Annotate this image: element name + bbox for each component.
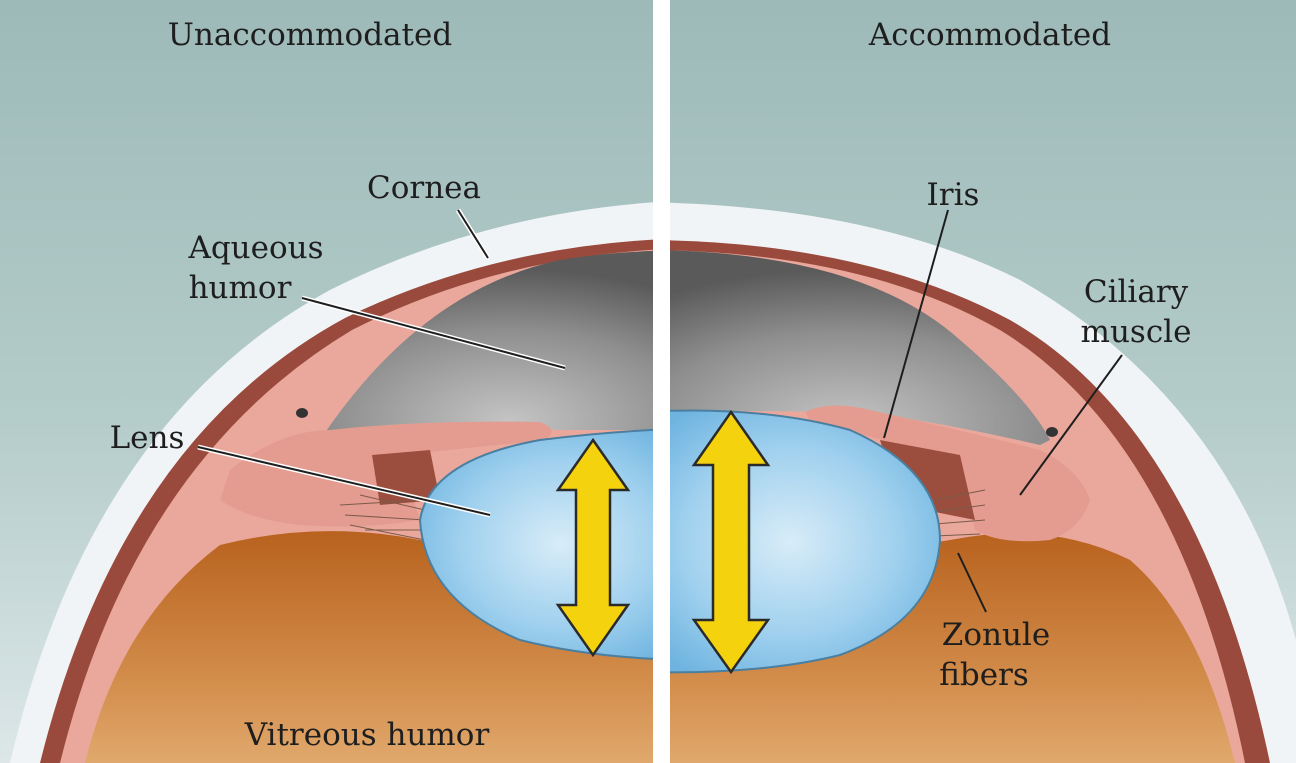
panel-title-left: Unaccommodated — [168, 17, 452, 53]
label-zonule-line2: fibers — [939, 657, 1029, 693]
canal-dot-right — [1046, 427, 1058, 437]
label-ciliary-line1: Ciliary — [1084, 274, 1189, 310]
label-aqueous-line1: Aqueous — [187, 230, 323, 266]
label-cornea: Cornea — [367, 170, 481, 206]
label-zonule-line1: Zonule — [942, 617, 1050, 653]
label-aqueous-line2: humor — [189, 270, 292, 306]
label-lens: Lens — [110, 420, 185, 456]
label-vitreous: Vitreous humor — [244, 717, 490, 753]
label-iris: Iris — [927, 177, 980, 213]
label-ciliary-line2: muscle — [1081, 314, 1192, 350]
canal-dot-left — [296, 408, 308, 418]
panel-title-right: Accommodated — [868, 17, 1111, 53]
panel-divider — [653, 0, 670, 763]
